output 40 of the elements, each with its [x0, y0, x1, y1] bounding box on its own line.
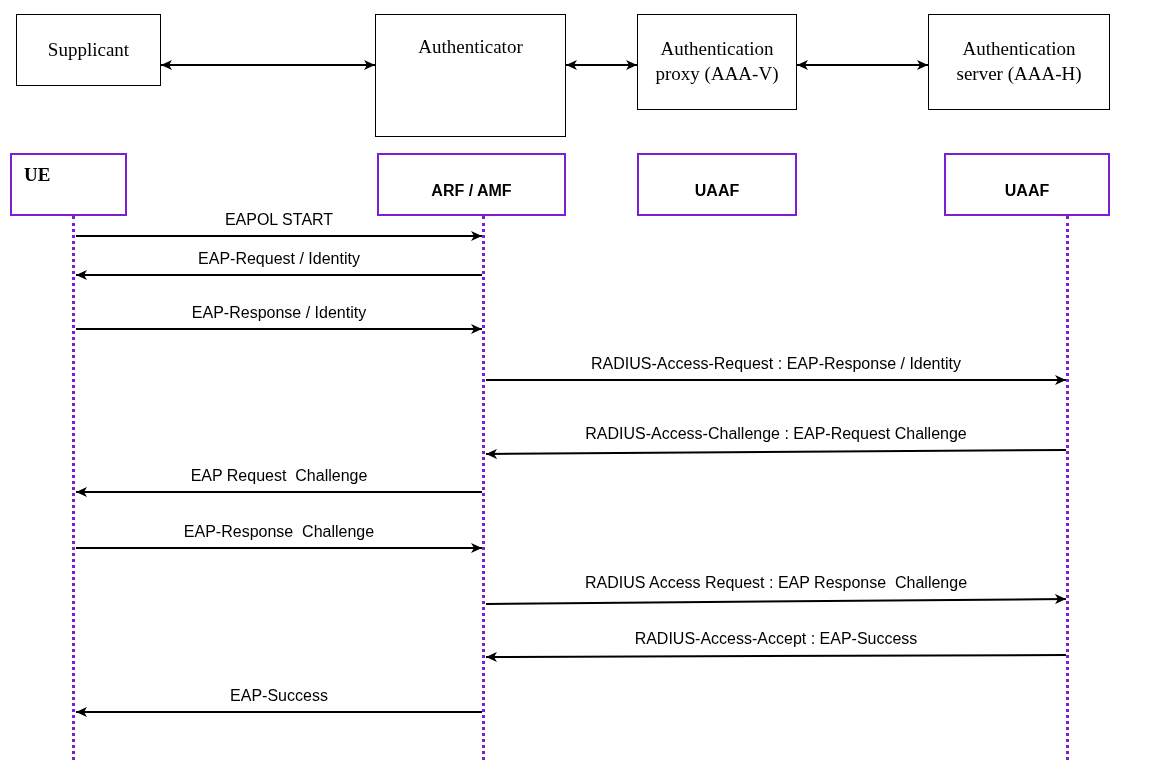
arrow — [485, 651, 1067, 662]
arrow — [75, 707, 483, 717]
arrow — [75, 231, 483, 241]
entity-box — [637, 153, 797, 216]
edge-label: RADIUS-Access-Accept : EAP-Success — [634, 629, 918, 649]
arrow — [485, 594, 1067, 605]
edge-label: EAP-Response Challenge — [183, 522, 375, 542]
edge-label: RADIUS Access Request : EAP Response Challenge — [584, 573, 968, 593]
edge-label: EAP-Response / Identity — [191, 303, 367, 323]
edge-label: EAP Request Challenge — [190, 466, 368, 486]
role-box — [375, 14, 566, 137]
node-label: UAAF — [1004, 181, 1050, 202]
node-label: ARF / AMF — [431, 181, 512, 202]
node-label: Authentication proxy (AAA-V) — [654, 37, 780, 86]
node-label: Authentication server (AAA-H) — [955, 37, 1083, 86]
edge-label: RADIUS-Access-Request : EAP-Response / Identity — [591, 354, 961, 374]
arrow — [485, 448, 1067, 459]
node-label: UE — [23, 163, 51, 187]
node-label: UAAF — [694, 181, 740, 202]
node-label: Authenticator — [418, 35, 523, 59]
node-label: Supplicant — [47, 37, 130, 62]
edge-label: EAP-Request / Identity — [198, 249, 360, 269]
entity-box — [10, 153, 127, 216]
arrow — [485, 375, 1067, 385]
role-box — [928, 14, 1110, 110]
arrow — [75, 543, 483, 553]
edge-label: RADIUS-Access-Challenge : EAP-Request Challenge — [585, 424, 967, 444]
entity-box — [944, 153, 1110, 216]
role-box — [637, 14, 797, 110]
lifeline — [482, 216, 486, 760]
arrow — [75, 270, 483, 280]
lifeline — [1066, 216, 1070, 760]
arrow — [565, 60, 638, 70]
entity-box — [377, 153, 566, 216]
arrow — [75, 324, 483, 334]
arrow — [796, 60, 929, 70]
arrow — [160, 60, 376, 70]
arrow — [75, 487, 483, 497]
lifeline — [72, 216, 76, 760]
role-box — [16, 14, 161, 86]
